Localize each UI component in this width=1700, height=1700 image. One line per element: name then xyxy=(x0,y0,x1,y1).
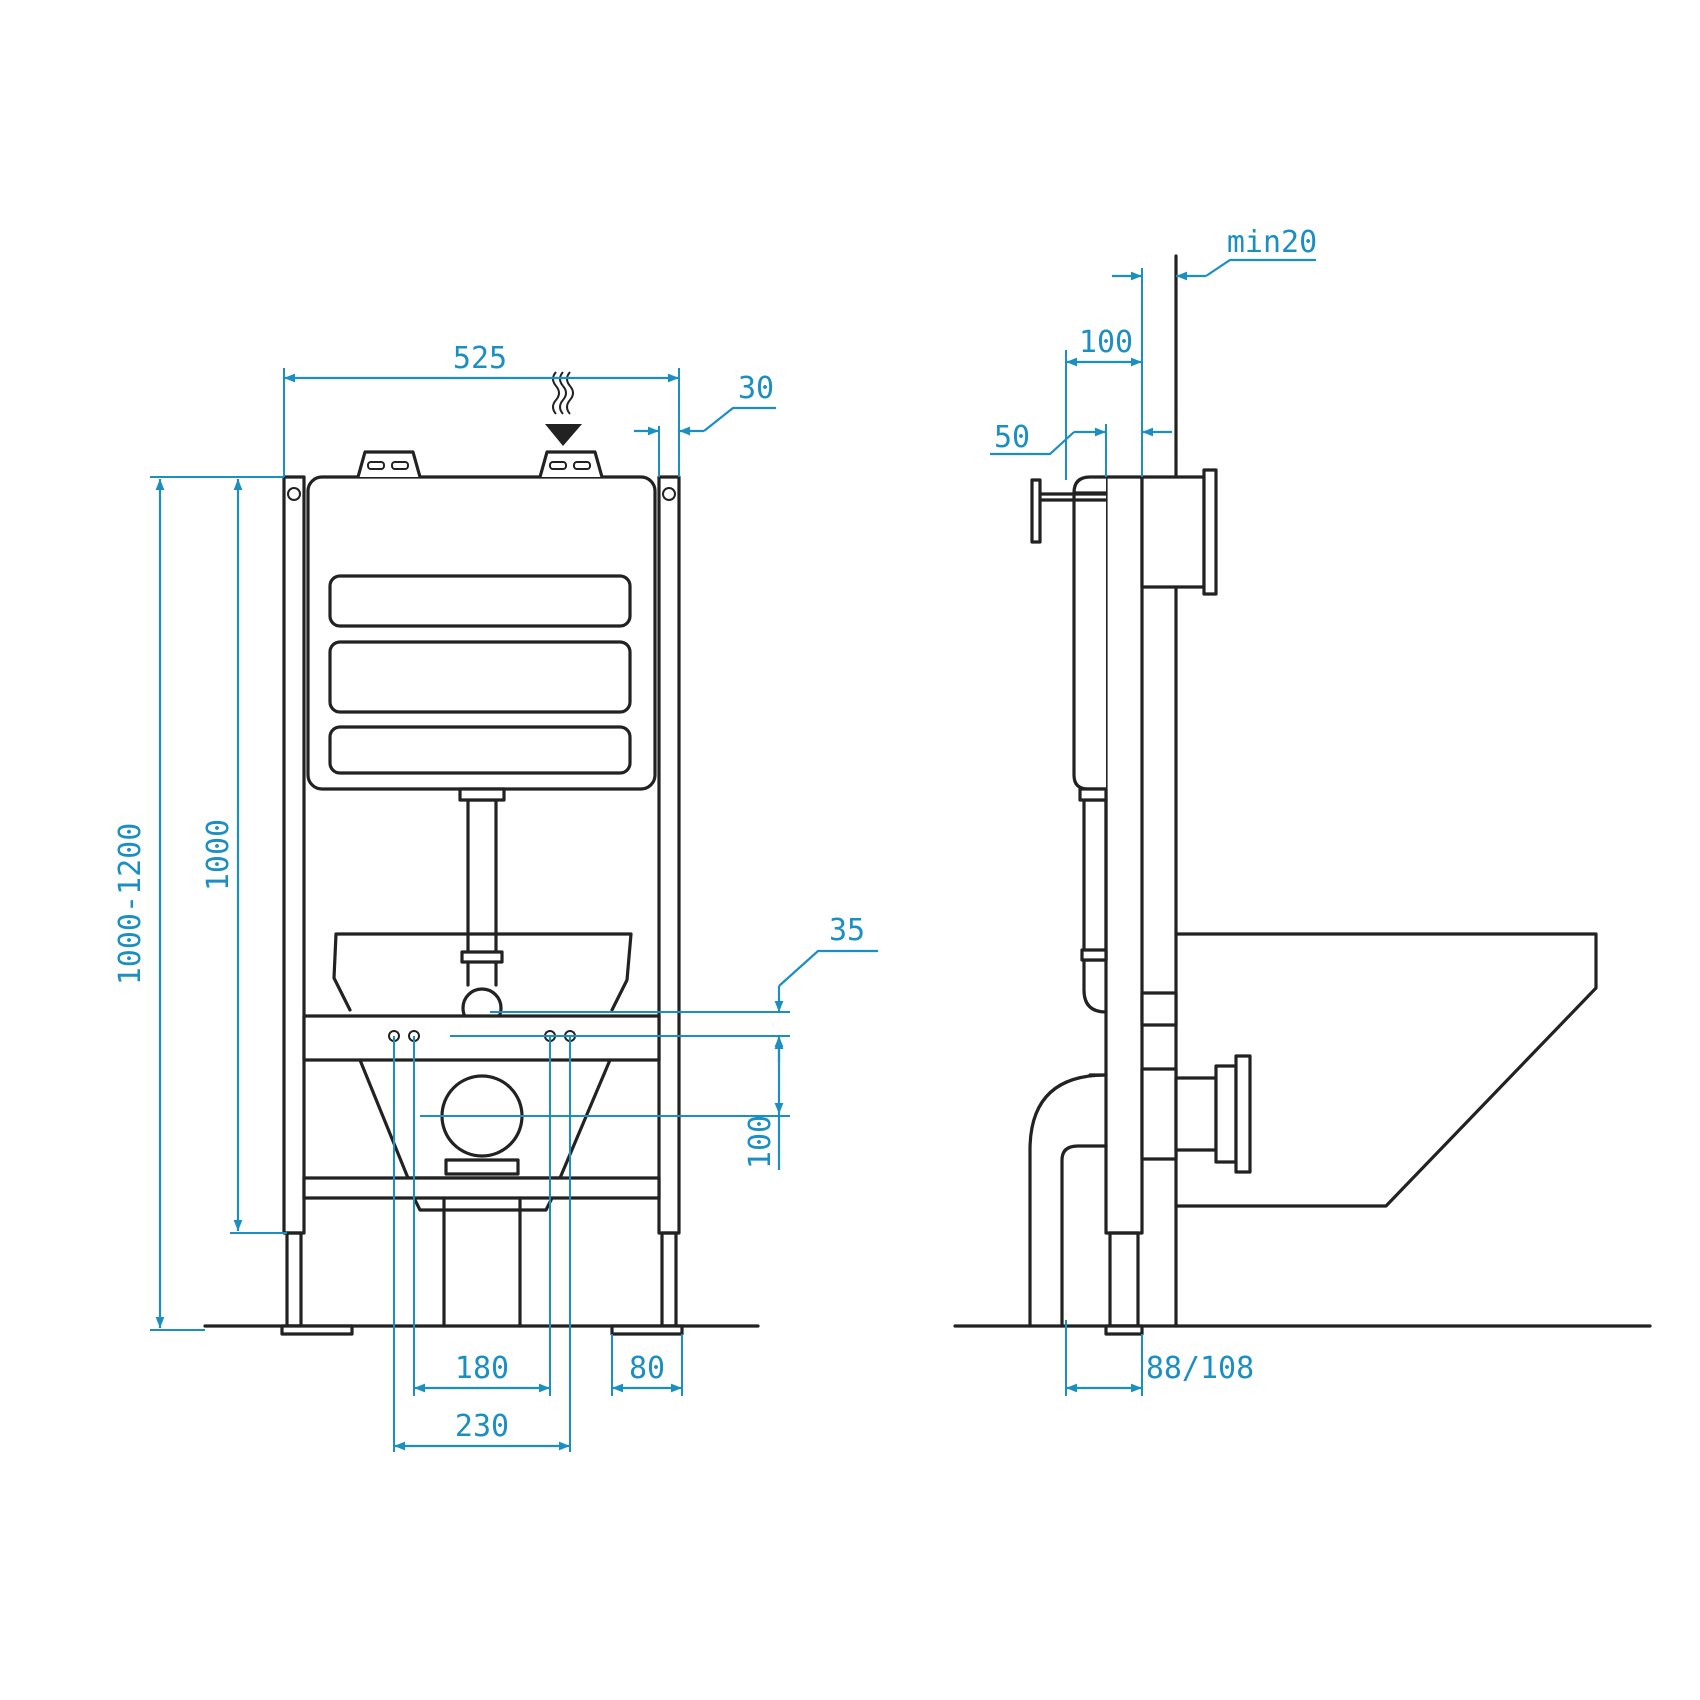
right-bolt-hole xyxy=(662,487,676,501)
water-inlet-arrow-icon xyxy=(545,371,582,446)
right-upright xyxy=(657,475,681,1235)
flush-pipe-collar xyxy=(458,787,506,802)
side-flush-ring xyxy=(1080,948,1108,962)
dim-35-leader xyxy=(778,949,878,987)
dim-depth-label: 100 xyxy=(1079,325,1133,360)
side-flush-collar xyxy=(1078,787,1108,802)
right-mount-bracket xyxy=(538,450,604,478)
side-view: min20 100 50 88/108 xyxy=(953,225,1652,1396)
cistern-tank xyxy=(306,475,657,791)
dim-width-label: 525 xyxy=(453,341,507,376)
left-bolt-hole xyxy=(287,487,301,501)
right-mount-slot-2 xyxy=(573,461,591,470)
left-foot xyxy=(280,1324,354,1336)
side-drain-flange-2 xyxy=(1234,1054,1252,1174)
side-flush-elbow xyxy=(1082,958,1108,1014)
left-leg xyxy=(285,1231,303,1328)
drain-base xyxy=(444,1158,520,1176)
side-drain-flange-1 xyxy=(1214,1064,1238,1164)
dim-profile-label: 30 xyxy=(738,371,774,406)
dim-foot-label: 80 xyxy=(629,1351,665,1386)
side-inlet-flange xyxy=(1202,468,1218,596)
dim-total-height-label: 1000-1200 xyxy=(113,823,148,986)
left-mount-slot-1 xyxy=(367,461,385,470)
cistern-rib-2 xyxy=(328,640,632,714)
left-mount-slot-2 xyxy=(391,461,409,470)
side-inlet-body xyxy=(1140,475,1206,589)
cistern-rib-1 xyxy=(328,574,632,628)
flush-button-plate xyxy=(1030,478,1042,544)
left-upright xyxy=(282,475,306,1235)
upper-hopper xyxy=(332,932,633,1012)
dim-50-leader xyxy=(990,431,1075,456)
side-drain-connector xyxy=(1140,1067,1178,1161)
side-foot xyxy=(1104,1324,1144,1336)
side-drain-pipe xyxy=(1174,1076,1218,1152)
front-view: 525 30 1000-1200 1000 180 230 80 xyxy=(113,341,878,1452)
pipe-elbow xyxy=(466,960,498,987)
left-mount-bracket xyxy=(356,450,422,478)
side-flush-pipe xyxy=(1082,798,1108,962)
dim-pipe-depth-label: 88/108 xyxy=(1146,1351,1254,1386)
side-leg xyxy=(1108,1231,1140,1328)
dim-30-leader xyxy=(703,406,776,432)
side-connector-block xyxy=(1140,991,1178,1027)
dim-bolt-outer-label: 230 xyxy=(455,1409,509,1444)
dim-drain-height-label: 100 xyxy=(743,1115,778,1169)
dim-front-offset-label: 50 xyxy=(994,420,1030,455)
dim-pipe-offset-label: 35 xyxy=(829,913,865,948)
dim-wall-gap-label: min20 xyxy=(1227,225,1317,260)
cross-bar xyxy=(302,1014,661,1062)
side-cistern xyxy=(1072,475,1106,791)
cistern-rib-3 xyxy=(328,725,632,775)
right-foot xyxy=(610,1324,684,1336)
lower-support xyxy=(412,1196,554,1212)
dim-frame-height-label: 1000 xyxy=(201,819,236,891)
lower-bar xyxy=(302,1176,661,1200)
right-mount-slot-1 xyxy=(549,461,567,470)
drain-bend xyxy=(1028,1073,1108,1328)
right-leg xyxy=(660,1231,678,1328)
dim-min20-leader xyxy=(1205,258,1316,277)
wall-hung-bowl xyxy=(1174,932,1598,1208)
side-frame-profile xyxy=(1104,475,1144,1235)
flush-pipe-ring xyxy=(460,950,504,964)
dim-bolt-inner-label: 180 xyxy=(455,1351,509,1386)
